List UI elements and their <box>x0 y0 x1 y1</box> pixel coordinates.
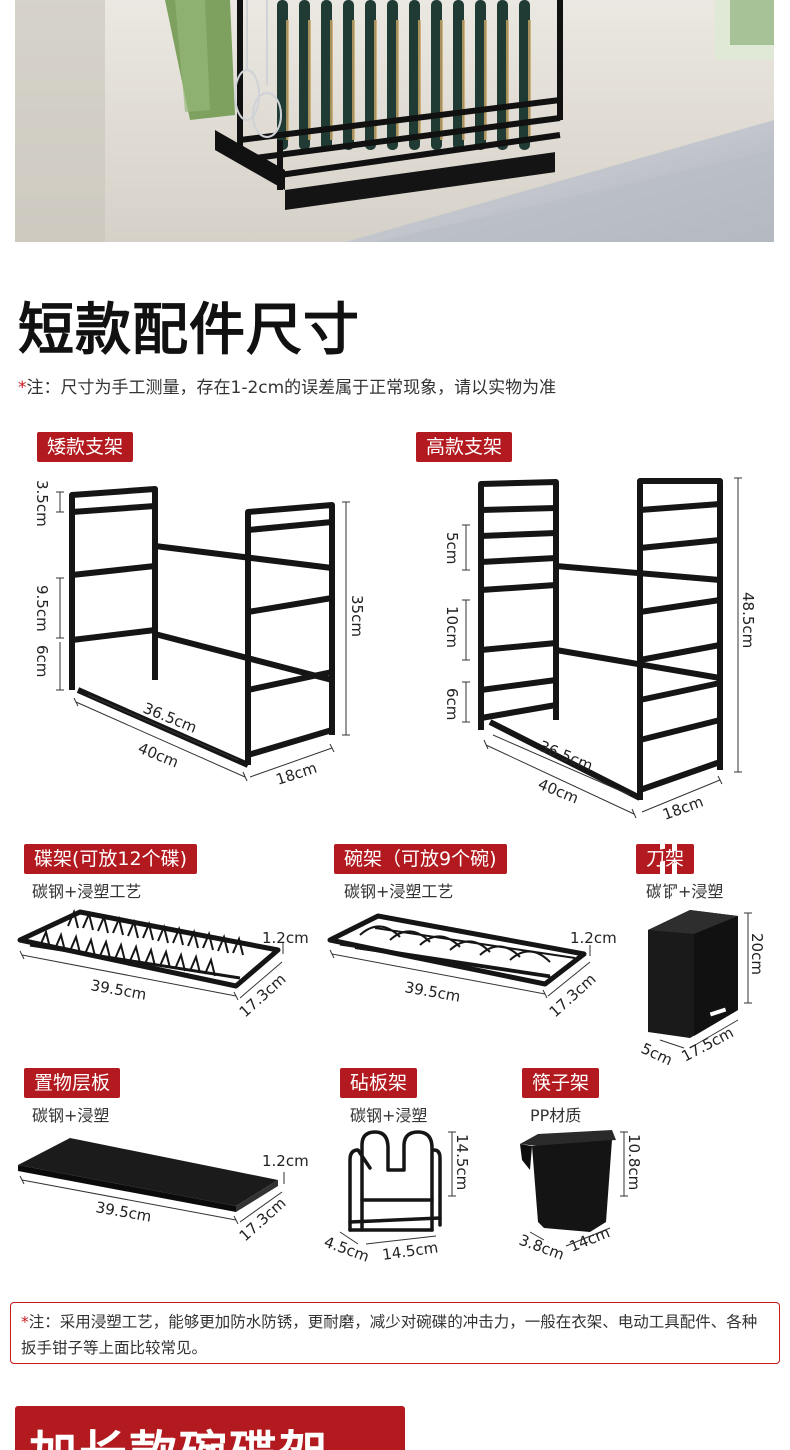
shelf-board-drawing: 1.2cm 39.5cm 17.3cm <box>18 1138 309 1245</box>
tall-top-gap: 5cm <box>443 532 461 564</box>
tall-low-gap: 6cm <box>443 688 461 720</box>
tag-bowl-rack: 碗架（可放9个碗) <box>334 844 507 874</box>
knife-rack-height: 20cm <box>748 933 766 975</box>
chopstick-holder-material: PP材质 <box>530 1106 582 1125</box>
knife-rack-drawing: 20cm 5cm 17.5cm <box>638 834 766 1069</box>
short-mid-gap: 9.5cm <box>33 585 51 632</box>
knife-rack-depth: 5cm <box>638 1039 675 1069</box>
chopstick-holder-drawing: 10.8cm 3.8cm 14cm <box>517 1130 643 1264</box>
tall-depth: 18cm <box>660 792 706 823</box>
short-rack-drawing: 3.5cm 9.5cm 6cm 35cm 36.5cm 40cm 18cm <box>33 480 366 789</box>
plate-rack-drawing: 1.2cm 39.5cm 17.3cm <box>17 908 309 1021</box>
tag-shelf-board: 置物层板 <box>24 1068 121 1098</box>
bowl-rack-length: 39.5cm <box>403 978 462 1005</box>
plate-rack-material: 碳钢+浸塑工艺 <box>32 882 142 901</box>
tag-plate-rack: 碟架(可放12个碟) <box>24 844 198 874</box>
short-low-gap: 6cm <box>33 645 51 677</box>
tag-tall-rack: 高款支架 <box>416 432 513 462</box>
bowl-rack-height: 1.2cm <box>570 929 617 947</box>
cutting-board-rack-depth: 4.5cm <box>322 1233 372 1266</box>
chopstick-holder-depth: 3.8cm <box>517 1231 567 1264</box>
shelf-board-height: 1.2cm <box>262 1152 309 1170</box>
short-height: 35cm <box>348 595 366 637</box>
knife-rack-material: 碳钢+浸塑 <box>646 882 724 901</box>
shelf-board-material: 碳钢+浸塑 <box>32 1106 110 1125</box>
tall-width: 40cm <box>536 775 582 807</box>
bowl-rack-drawing: 1.2cm 39.5cm 17.3cm <box>327 913 617 1021</box>
tall-height: 48.5cm <box>739 592 757 648</box>
short-width: 40cm <box>136 739 182 771</box>
dish-rack-photo <box>165 0 563 211</box>
tag-cutting-board-rack: 砧板架 <box>340 1068 418 1098</box>
cutting-board-rack-material: 碳钢+浸塑 <box>350 1106 428 1125</box>
section-title: 短款配件尺寸 <box>18 298 360 363</box>
plate-rack-length: 39.5cm <box>89 976 148 1003</box>
cutting-board-rack-drawing: 14.5cm 4.5cm 14.5cm <box>322 1130 471 1266</box>
dimension-drawings: 3.5cm 9.5cm 6cm 35cm 36.5cm 40cm 18cm <box>17 477 766 1266</box>
footnote-text: 注：采用浸塑工艺，能够更加防水防锈，更耐磨，减少对碗碟的冲击力，一般在衣架、电动… <box>21 1313 758 1357</box>
tag-chopstick-holder: 筷子架 <box>522 1068 600 1098</box>
tag-short-rack: 矮款支架 <box>37 432 134 462</box>
tall-mid-gap: 10cm <box>443 606 461 648</box>
tall-inner-width: 36.5cm <box>537 737 596 775</box>
bowl-rack-material: 碳钢+浸塑工艺 <box>344 882 454 901</box>
short-top-gap: 3.5cm <box>33 480 51 527</box>
tall-rack-drawing: 5cm 10cm 6cm 48.5cm 36.5cm 40cm 18cm <box>443 477 757 824</box>
product-photo <box>15 0 774 242</box>
plate-rack-height: 1.2cm <box>262 929 309 947</box>
footnote-star: * <box>21 1313 29 1331</box>
next-section-title: 加长款碗碟架 <box>29 1414 329 1450</box>
coating-footnote: *注：采用浸塑工艺，能够更加防水防锈，更耐磨，减少对碗碟的冲击力，一般在衣架、电… <box>10 1302 780 1364</box>
cutting-board-rack-width: 14.5cm <box>381 1238 439 1264</box>
note-star: * <box>18 378 27 398</box>
measurement-note: *注：尺寸为手工测量，存在1-2cm的误差属于正常现象，请以实物为准 <box>18 373 556 398</box>
next-section-banner: 加长款碗碟架 <box>15 1406 405 1450</box>
note-text: 注：尺寸为手工测量，存在1-2cm的误差属于正常现象，请以实物为准 <box>26 378 557 398</box>
cutting-board-rack-height: 14.5cm <box>453 1134 471 1190</box>
chopstick-holder-height: 10.8cm <box>625 1134 643 1190</box>
short-depth: 18cm <box>274 759 319 789</box>
